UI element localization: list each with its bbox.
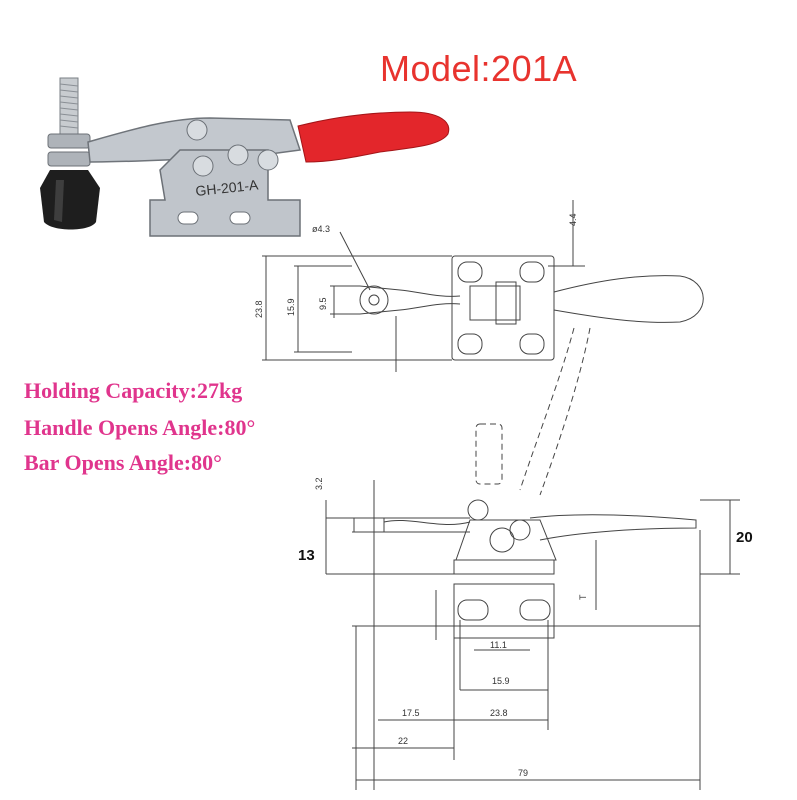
dim-T: T	[578, 594, 588, 600]
dim-20: 20	[736, 529, 753, 546]
dim-17-5: 17.5	[402, 708, 420, 718]
dim-79: 79	[518, 768, 528, 778]
spec-handle-angle: Handle Opens Angle:80°	[24, 415, 256, 440]
dim-9-5: 9.5	[318, 297, 328, 310]
model-title: Model:201A	[380, 48, 578, 89]
dim-22: 22	[398, 736, 408, 746]
dim-4-4: 4.4	[568, 213, 578, 226]
dim-3-2: 3.2	[314, 477, 324, 490]
spec-holding-capacity: Holding Capacity:27kg	[24, 378, 243, 403]
toggle-clamp-photo: GH-201-A	[40, 77, 450, 237]
dim-15-9-top: 15.9	[286, 298, 296, 316]
dim-23-8-top: 23.8	[254, 300, 264, 318]
dim-13: 13	[298, 547, 315, 564]
product-stamp: GH-201-A	[195, 176, 260, 199]
dim-hole-dia: ø4.3	[312, 224, 330, 234]
dim-23-8-base: 23.8	[490, 708, 508, 718]
spec-bar-angle: Bar Opens Angle:80°	[24, 450, 222, 475]
dim-11-1: 11.1	[490, 640, 507, 650]
technical-drawing	[262, 200, 740, 790]
dim-15-9-base: 15.9	[492, 676, 510, 686]
